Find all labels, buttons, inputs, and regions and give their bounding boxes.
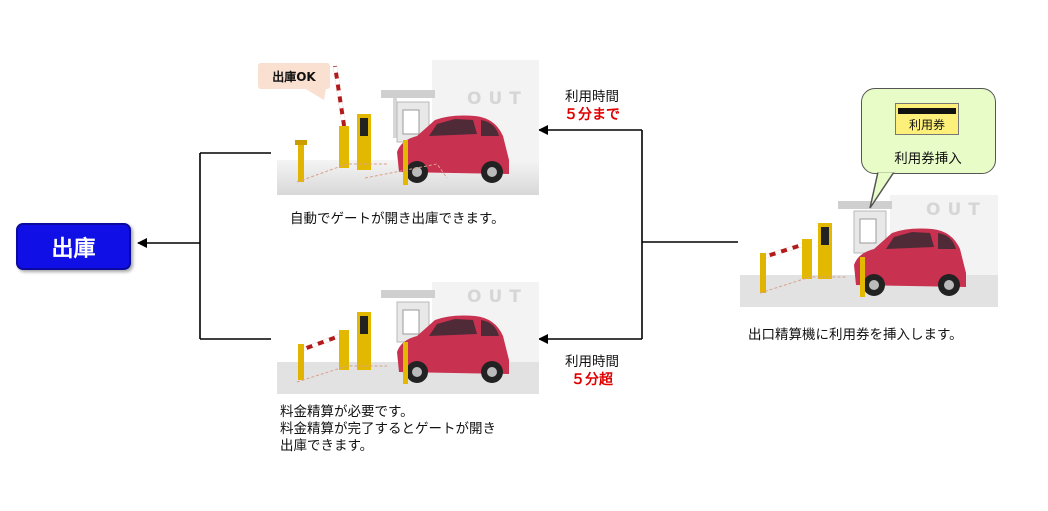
exit-ok-text: 出庫OK (272, 69, 316, 84)
right-out-sign: OUT (926, 200, 987, 220)
bottom-arrow-label: 利用時間 (565, 354, 619, 370)
bottom-out-sign: OUT (467, 287, 528, 307)
ticket-stripe (898, 108, 956, 114)
top-arrow-label: 利用時間 (565, 89, 619, 105)
bottom-arrow-value: ５分超 (571, 372, 613, 388)
ticket-icon: 利用券 (895, 103, 959, 135)
ticket-label: 利用券 (908, 118, 945, 132)
ticket-insert-bubble: 利用券 利用券挿入 (861, 88, 996, 174)
scene-bottom-illustration: OUT (277, 282, 539, 394)
top-out-sign: OUT (467, 89, 528, 109)
right-caption: 出口精算機に利用券を挿入します。 (748, 327, 963, 343)
ticket-insert-text: 利用券挿入 (894, 151, 962, 167)
exit-ok-bubble: 出庫OK (258, 63, 330, 89)
exit-ok-bubble-tail (304, 88, 326, 100)
bottom-caption-line-3: 出庫できます。 (280, 438, 374, 454)
ticket-bubble-tail (869, 170, 896, 209)
bottom-caption-line-1: 料金精算が必要です。 (280, 404, 414, 420)
scene-top-illustration: OUT (277, 60, 539, 195)
top-arrow-value: ５分まで (564, 107, 620, 123)
bottom-caption: 料金精算が必要です。 料金精算が完了するとゲートが開き 出庫できます。 (280, 404, 496, 455)
exit-box: 出庫 (16, 223, 131, 270)
bottom-caption-line-2: 料金精算が完了するとゲートが開き (280, 421, 496, 437)
exit-box-label: 出庫 (51, 236, 96, 262)
scene-right-illustration: OUT (740, 195, 998, 307)
top-caption: 自動でゲートが開き出庫できます。 (290, 211, 505, 227)
